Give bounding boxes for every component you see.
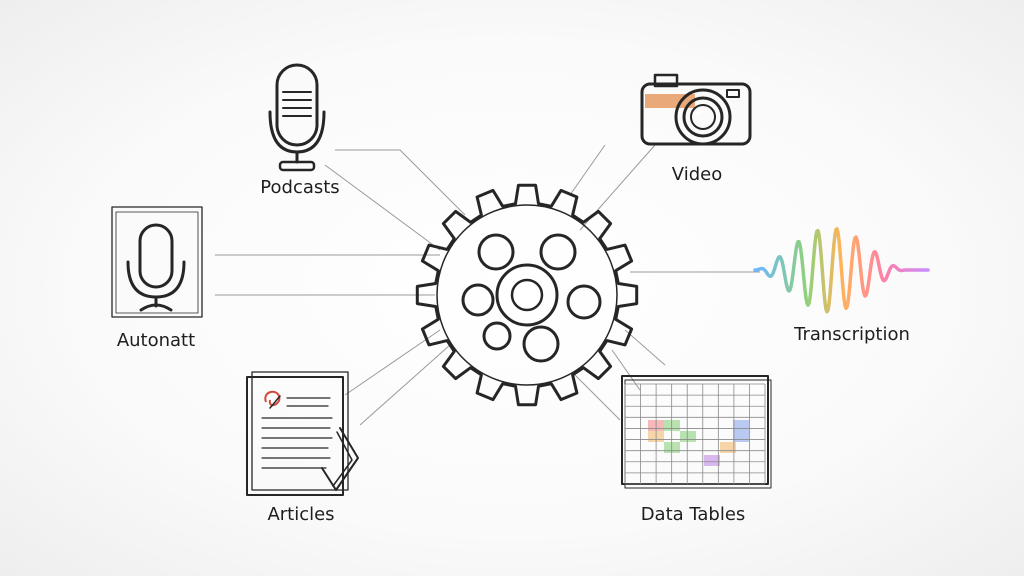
autonatt-microphone-icon xyxy=(111,206,203,318)
document-icon xyxy=(246,371,359,496)
node-label-transcription: Transcription xyxy=(794,324,910,345)
node-label-video: Video xyxy=(671,164,723,185)
node-label-data-tables: Data Tables xyxy=(640,504,746,525)
gear-icon xyxy=(415,183,639,407)
waveform-icon xyxy=(753,227,930,314)
node-label-podcasts: Podcasts xyxy=(260,177,340,198)
node-label-autonatt: Autonatt xyxy=(116,330,196,351)
node-label-articles: Articles xyxy=(267,504,335,525)
spreadsheet-icon xyxy=(621,375,772,489)
connector-lines xyxy=(215,144,760,426)
podcasts-microphone-icon xyxy=(268,63,326,172)
camera-icon xyxy=(640,73,752,146)
